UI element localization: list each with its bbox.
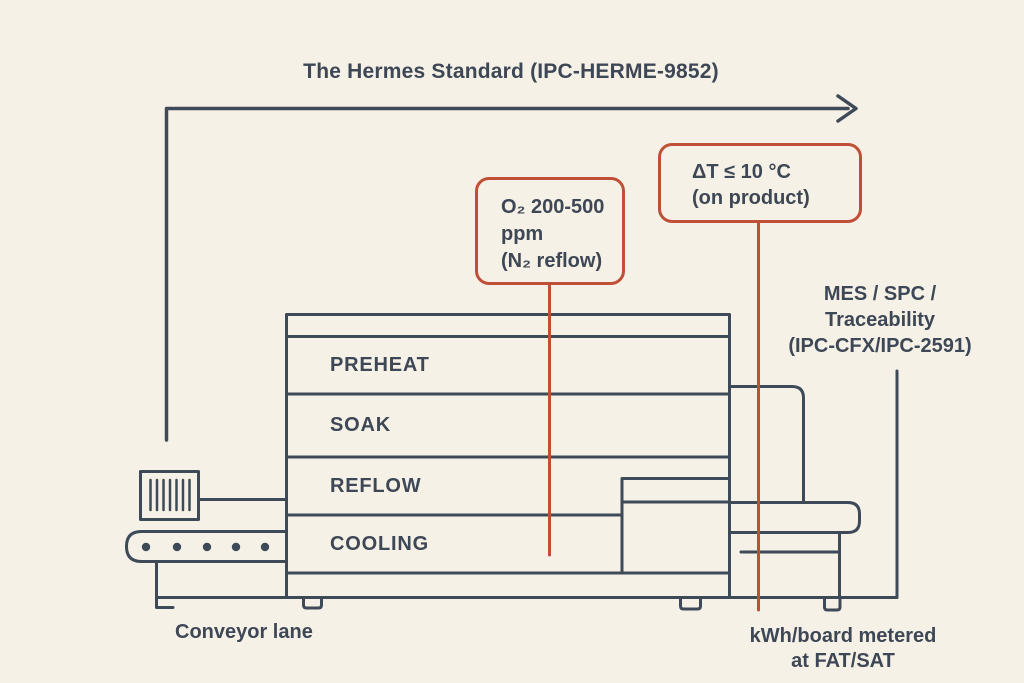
exit-tower-panel xyxy=(728,385,805,504)
machine-feet xyxy=(302,596,842,612)
oxygen-callout-line2: ppm xyxy=(501,223,544,245)
delta-t-callout-line2: (on product) xyxy=(692,187,810,209)
kwh-label-line1: kWh/board metered xyxy=(749,625,937,647)
hermes-standard-arrow xyxy=(164,94,858,442)
exit-conveyor-cover xyxy=(728,501,861,534)
delta-t-callout: ΔT ≤ 10 °C (on product) xyxy=(658,143,862,223)
foot-right xyxy=(679,596,702,611)
zone-label-reflow: REFLOW xyxy=(330,475,422,497)
oxygen-callout-line3: (N₂ reflow) xyxy=(501,250,603,272)
conveyor-leg xyxy=(155,560,175,609)
conveyor-belt xyxy=(125,530,288,563)
oven-sub-unit xyxy=(620,477,731,575)
zone-label-soak: SOAK xyxy=(330,414,391,436)
zone-label-preheat: PREHEAT xyxy=(330,354,430,376)
kwh-label-line2: at FAT/SAT xyxy=(791,650,895,672)
arrowhead-icon xyxy=(836,94,858,123)
mes-label-line2: Traceability xyxy=(824,309,936,331)
pcb-board-icon xyxy=(139,470,200,521)
mes-label-line1: MES / SPC / xyxy=(823,283,937,305)
oxygen-callout: O₂ 200-500 ppm (N₂ reflow) xyxy=(475,177,625,285)
foot-left xyxy=(302,596,323,610)
mes-label-line3: (IPC-CFX/IPC-2591) xyxy=(788,335,972,357)
oxygen-callout-line1: O₂ 200-500 xyxy=(501,196,605,218)
diagram-title: The Hermes Standard (IPC-HERME-9852) xyxy=(303,60,719,83)
conveyor-rollers xyxy=(141,542,270,552)
kwh-board-label: kWh/board metered at FAT/SAT xyxy=(733,624,953,674)
foot-exit xyxy=(823,596,842,612)
mes-traceability-label: MES / SPC / Traceability (IPC-CFX/IPC-25… xyxy=(770,281,990,359)
conveyor-lane-label: Conveyor lane xyxy=(175,621,313,643)
delta-t-callout-line1: ΔT ≤ 10 °C xyxy=(692,161,791,183)
zone-label-cooling: COOLING xyxy=(330,533,429,555)
